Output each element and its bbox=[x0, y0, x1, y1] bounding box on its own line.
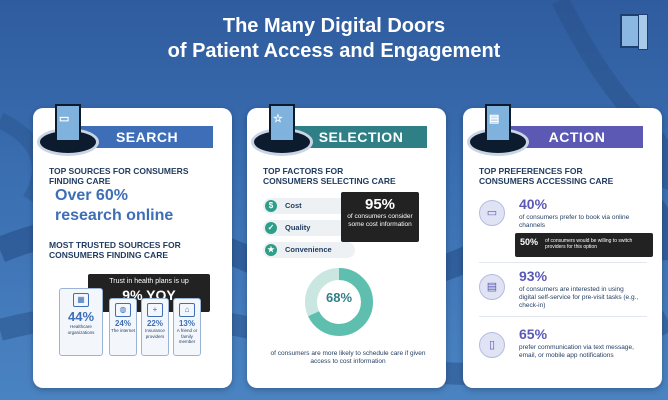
clipboard-icon: ▤ bbox=[479, 274, 505, 300]
donut-svg bbox=[305, 268, 373, 336]
donut-label: of consumers are more likely to schedule… bbox=[270, 350, 426, 365]
switch-providers-callout: 50% of consumers would be willing to swi… bbox=[515, 233, 653, 257]
selection-door-badge: ☆ bbox=[251, 104, 313, 156]
door-icon bbox=[55, 104, 81, 142]
search-stat: Over 60% research online bbox=[55, 186, 173, 226]
search-card: SEARCH ▭ TOP SOURCES FOR CONSUMERS FINDI… bbox=[33, 104, 232, 388]
action-pct: 93% bbox=[519, 268, 548, 284]
dollar-icon: $ bbox=[265, 200, 277, 212]
globe-icon: ◍ bbox=[115, 303, 131, 317]
calendar-icon: ▤ bbox=[489, 113, 500, 125]
thumbs-up-icon: ★ bbox=[265, 244, 277, 256]
search-door-badge: ▭ bbox=[37, 104, 99, 156]
search-tab: SEARCH bbox=[81, 126, 213, 148]
open-door-icon bbox=[620, 14, 648, 50]
source-pct: 44% bbox=[67, 309, 95, 324]
page-title: The Many Digital Doors of Patient Access… bbox=[0, 14, 668, 64]
star-icon: ☆ bbox=[273, 113, 283, 125]
laptop-icon: ▭ bbox=[479, 200, 505, 226]
donut-chart: 68% bbox=[303, 266, 375, 338]
factor-label: Convenience bbox=[285, 245, 332, 254]
action-door-badge: ▤ bbox=[467, 104, 529, 156]
title-line-2: of Patient Access and Engagement bbox=[167, 40, 501, 62]
trust-callout-label: Trust in health plans is up bbox=[109, 278, 189, 285]
search-heading-1: TOP SOURCES FOR CONSUMERS FINDING CARE bbox=[49, 166, 189, 186]
title-line-1: The Many Digital Doors bbox=[222, 15, 446, 37]
source-pct: 13% bbox=[178, 319, 195, 328]
selection-tab: SELECTION bbox=[295, 126, 427, 148]
source-friend-family: ⌂ 13% A friend or family member bbox=[173, 298, 201, 356]
check-icon: ✓ bbox=[265, 222, 277, 234]
house-icon: ⌂ bbox=[179, 303, 195, 317]
trust-callout: Trust in health plans is up 9% YOY bbox=[88, 274, 210, 312]
consider-pct: 95% bbox=[364, 196, 396, 213]
action-heading: TOP PREFERENCES FOR CONSUMERS ACCESSING … bbox=[479, 166, 613, 186]
search-stat-line-2: research online bbox=[55, 207, 174, 224]
source-insurance-providers: + 22% Insurance providers bbox=[141, 298, 169, 356]
browser-window-icon: ▭ bbox=[59, 113, 70, 125]
source-healthcare-organizations: ▦ 44% Healthcare organizations bbox=[59, 288, 103, 356]
search-heading-2-line-2: CONSUMERS FINDING CARE bbox=[49, 250, 169, 260]
search-heading-2-line-1: MOST TRUSTED SOURCES FOR bbox=[49, 240, 181, 250]
hospital-icon: ▦ bbox=[73, 293, 89, 307]
action-card: ACTION ▤ TOP PREFERENCES FOR CONSUMERS A… bbox=[463, 104, 662, 388]
cost-consideration-callout: 95% of consumers consider some cost info… bbox=[341, 192, 419, 242]
switch-pct: 50% bbox=[520, 237, 539, 247]
source-pct: 24% bbox=[114, 319, 131, 328]
selection-heading-line-1: TOP FACTORS FOR bbox=[263, 166, 344, 176]
selection-heading: TOP FACTORS FOR CONSUMERS SELECTING CARE bbox=[263, 166, 396, 186]
action-pct: 40% bbox=[519, 196, 548, 212]
divider bbox=[479, 262, 647, 263]
medical-cross-icon: + bbox=[147, 303, 163, 317]
search-stat-line-1: Over 60% bbox=[55, 187, 128, 204]
donut-arc bbox=[305, 268, 373, 336]
source-label: Insurance providers bbox=[145, 328, 165, 339]
door-icon bbox=[269, 104, 295, 142]
mobile-icon: ▯ bbox=[479, 332, 505, 358]
selection-heading-line-2: CONSUMERS SELECTING CARE bbox=[263, 176, 396, 186]
action-heading-line-2: CONSUMERS ACCESSING CARE bbox=[479, 176, 614, 186]
selection-card: SELECTION ☆ TOP FACTORS FOR CONSUMERS SE… bbox=[247, 104, 446, 388]
door-icon bbox=[485, 104, 511, 142]
factor-label: Cost bbox=[285, 201, 302, 210]
factor-cost: $ Cost bbox=[263, 198, 355, 214]
action-label: of consumers prefer to book via online c… bbox=[519, 214, 630, 229]
action-heading-line-1: TOP PREFERENCES FOR bbox=[479, 166, 583, 176]
source-label: The internet bbox=[110, 328, 135, 333]
factor-quality: ✓ Quality bbox=[263, 220, 355, 236]
action-label: of consumers are interested in using dig… bbox=[519, 286, 639, 309]
action-tab: ACTION bbox=[511, 126, 643, 148]
source-pct: 22% bbox=[146, 319, 163, 328]
source-internet: ◍ 24% The internet bbox=[109, 298, 137, 356]
donut-pct: 68% bbox=[325, 290, 353, 305]
action-pct: 65% bbox=[519, 326, 548, 342]
search-heading-2: MOST TRUSTED SOURCES FOR CONSUMERS FINDI… bbox=[49, 240, 181, 260]
source-label: A friend or family member bbox=[176, 328, 198, 344]
factor-convenience: ★ Convenience bbox=[263, 242, 355, 258]
divider bbox=[479, 316, 647, 317]
factor-label: Quality bbox=[285, 223, 311, 232]
consider-label: of consumers consider some cost informat… bbox=[347, 213, 413, 228]
action-label: prefer communication via text message, e… bbox=[519, 344, 634, 359]
source-label: Healthcare organizations bbox=[67, 324, 95, 335]
switch-label: of consumers would be willing to switch … bbox=[545, 238, 633, 250]
